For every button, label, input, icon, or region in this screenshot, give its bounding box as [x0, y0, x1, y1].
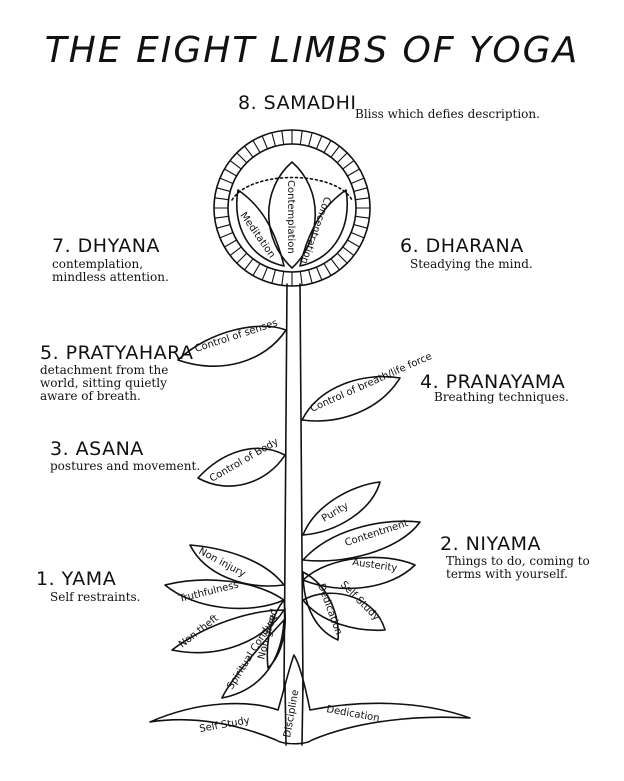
ring-tick	[214, 215, 230, 219]
dhyana-heading: 7. DHYANA	[52, 235, 160, 257]
petal-concentration	[299, 189, 348, 267]
leaf-purity	[302, 481, 381, 536]
root-label-dedication: Dedication	[325, 704, 380, 724]
ring-tick	[219, 177, 234, 185]
ring-tick	[315, 135, 323, 150]
petal-contemplation	[267, 161, 317, 269]
ring-tick	[281, 270, 285, 286]
leaf-austerity	[302, 556, 416, 590]
pratyahara-heading: 5. PRATYAHARA	[40, 342, 194, 364]
ring-tick	[354, 197, 370, 201]
ring-tick	[323, 139, 332, 154]
ring-tick	[346, 168, 361, 177]
dhyana-desc: contemplation, mindless attention.	[52, 257, 169, 284]
pranayama-heading: 4. PRANAYAMA	[420, 371, 566, 393]
dharana-heading: 6. DHARANA	[400, 235, 524, 257]
niyama-desc: Things to do, coming to terms with yours…	[446, 554, 590, 581]
ring-tick	[236, 152, 248, 164]
leaf-contentment	[302, 520, 421, 562]
pranayama-desc: Breathing techniques.	[434, 390, 569, 404]
ring-tick	[299, 130, 303, 146]
leaf-spiritual-conduct	[221, 619, 285, 699]
leaf-label-non-theft: Non theft	[177, 613, 221, 651]
leaf-label-dedication: Dedication	[315, 582, 344, 636]
leaf-non-greed	[266, 599, 287, 669]
leaf-control-of-senses	[177, 325, 287, 367]
ring-tick	[252, 139, 261, 154]
ring-tick	[214, 197, 230, 201]
dharana-desc: Steadying the mind.	[410, 257, 533, 271]
ring-tick	[346, 239, 361, 248]
ring-tick	[350, 231, 365, 239]
ring-tick	[342, 246, 355, 257]
ring-tick	[299, 270, 303, 286]
ring-tick	[336, 252, 348, 264]
ring-tick	[229, 246, 242, 257]
leaf-self-study	[302, 592, 386, 632]
leaf-label-austerity: Austerity	[352, 557, 398, 574]
yama-heading: 1. YAMA	[36, 568, 117, 590]
ring-tick	[353, 224, 368, 229]
roots	[149, 654, 471, 745]
leaf-dedication	[302, 571, 339, 641]
ring-tick	[330, 258, 341, 271]
leaf-non-injury	[189, 544, 285, 587]
ring-tick	[323, 262, 332, 277]
leaf-truthfulness	[164, 579, 285, 610]
pratyahara-desc: detachment from the world, sitting quiet…	[40, 363, 169, 403]
ring-tick	[229, 159, 242, 170]
leaf-non-theft	[171, 609, 285, 654]
leaf-label-breath: Control of breath/life force	[309, 351, 434, 415]
leaf-label-truthfulness: Truthfulness	[177, 580, 240, 606]
ring-tick	[261, 266, 269, 281]
ring-tick	[216, 187, 231, 192]
niyama-heading: 2. NIYAMA	[440, 533, 542, 555]
ring-tick	[308, 132, 313, 147]
asana-desc: postures and movement.	[50, 459, 201, 473]
ring-tick	[223, 168, 238, 177]
leaf-control-of-body	[197, 447, 286, 487]
ring-tick	[342, 159, 355, 170]
ring-tick	[353, 187, 368, 192]
ring-tick	[219, 231, 234, 239]
root-label-self-study: Self Study	[199, 715, 251, 735]
ring-tick	[315, 266, 323, 281]
petal-meditation	[236, 189, 285, 267]
ring-tick	[223, 239, 238, 248]
ring-tick	[243, 145, 254, 158]
ring-tick	[243, 258, 254, 271]
samadhi-heading: 8. SAMADHI	[238, 92, 357, 114]
ring-tick	[354, 215, 370, 219]
ring-tick	[252, 262, 261, 277]
ring-tick	[330, 145, 341, 158]
flower-ring-ticks	[213, 129, 371, 287]
ring-tick	[261, 135, 269, 150]
asana-heading: 3. ASANA	[50, 438, 144, 460]
ring-tick	[216, 224, 231, 229]
leaf-label-contentment: Contentment	[344, 518, 410, 549]
leaf-label-senses: Control of senses	[194, 318, 280, 355]
ring-tick	[350, 177, 365, 185]
samadhi-desc: Bliss which defies description.	[355, 107, 540, 121]
ring-tick	[308, 269, 313, 284]
ring-tick	[336, 152, 348, 164]
page-title: THE EIGHT LIMBS OF YOGA	[44, 30, 580, 71]
ring-tick	[271, 132, 276, 147]
leaf-control-of-breath	[301, 375, 401, 422]
ring-tick	[236, 252, 248, 264]
ring-tick	[271, 269, 276, 284]
petal-label-contemplation: Contemplation	[285, 180, 296, 254]
stem	[283, 283, 304, 691]
yama-desc: Self restraints.	[50, 590, 141, 604]
ring-tick	[281, 130, 285, 146]
